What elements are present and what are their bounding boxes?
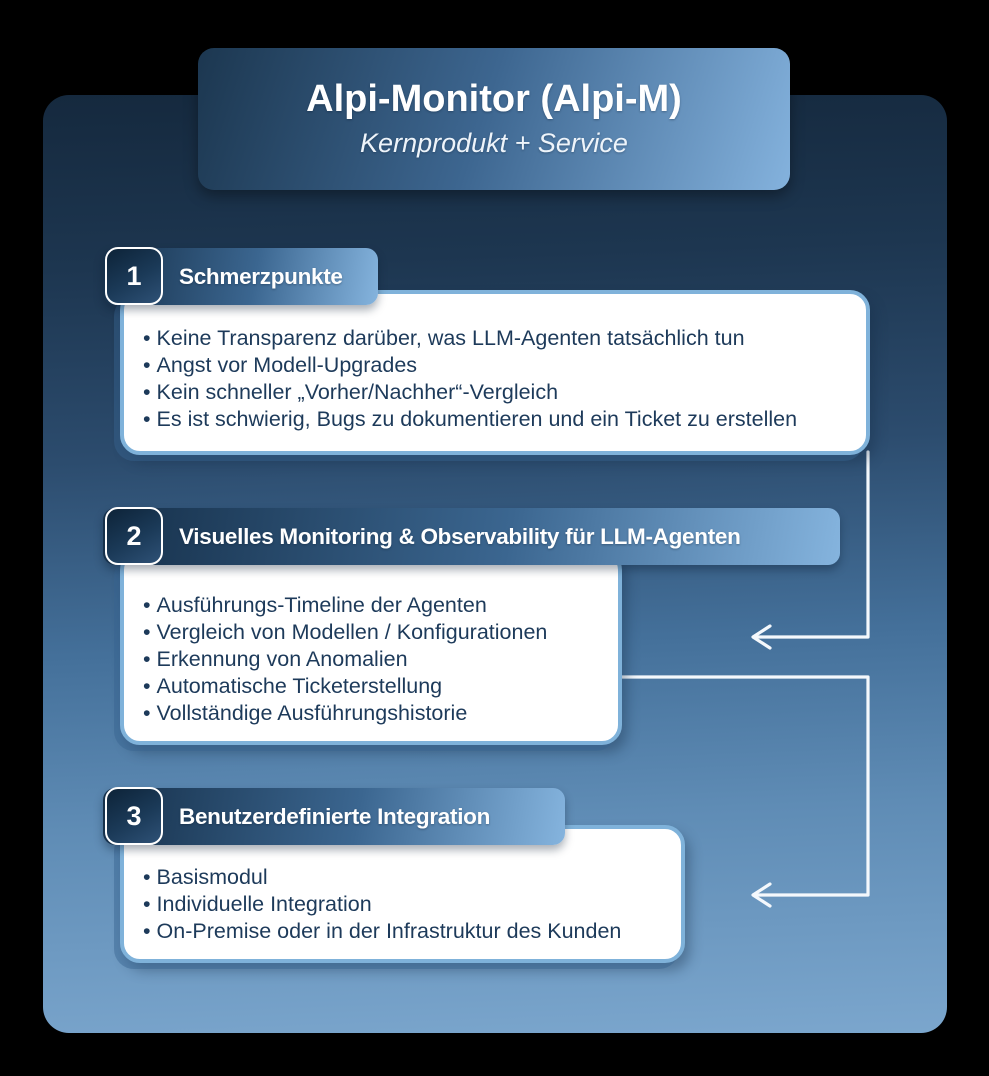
list-item: Kein schneller „Vorher/Nachher“-Vergleic…: [143, 379, 852, 406]
section-number: 3: [126, 800, 142, 831]
list-item: Es ist schwierig, Bugs zu dokumentieren …: [143, 406, 852, 433]
integration-list: Basismodul Individuelle Integration On-P…: [143, 864, 667, 945]
list-item: Vollständige Ausführungshistorie: [143, 700, 604, 727]
page-subtitle: Kernprodukt + Service: [360, 128, 628, 159]
pain-points-list: Keine Transparenz darüber, was LLM-Agent…: [143, 325, 852, 433]
list-item: Erkennung von Anomalien: [143, 646, 604, 673]
list-item: Individuelle Integration: [143, 891, 667, 918]
list-item: Vergleich von Modellen / Konfigurationen: [143, 619, 604, 646]
list-item: On-Premise oder in der Infrastruktur des…: [143, 918, 667, 945]
list-item: Keine Transparenz darüber, was LLM-Agent…: [143, 325, 852, 352]
section-2-heading: Visuelles Monitoring & Observability für…: [179, 523, 741, 549]
section-1-number-badge: 1: [105, 247, 163, 305]
section-1-heading: Schmerzpunkte: [179, 263, 343, 289]
section-number: 1: [126, 260, 142, 291]
section-2-number-badge: 2: [105, 507, 163, 565]
monitoring-features-card: Ausführungs-Timeline der Agenten Verglei…: [120, 550, 622, 745]
section-3-number-badge: 3: [105, 787, 163, 845]
list-item: Automatische Ticketerstellung: [143, 673, 604, 700]
section-3-heading: Benutzerdefinierte Integration: [179, 803, 491, 829]
list-item: Angst vor Modell-Upgrades: [143, 352, 852, 379]
section-2-header: 2 Visuelles Monitoring & Observability f…: [103, 507, 840, 565]
section-3-header: 3 Benutzerdefinierte Integration: [103, 787, 565, 845]
monitoring-features-list: Ausführungs-Timeline der Agenten Verglei…: [143, 592, 604, 727]
integration-card: Basismodul Individuelle Integration On-P…: [120, 825, 685, 963]
section-1-header: 1 Schmerzpunkte: [103, 247, 378, 305]
list-item: Basismodul: [143, 864, 667, 891]
pain-points-card: Keine Transparenz darüber, was LLM-Agent…: [120, 290, 870, 455]
section-number: 2: [126, 520, 142, 551]
title-box: Alpi-Monitor (Alpi-M) Kernprodukt + Serv…: [198, 48, 790, 190]
list-item: Ausführungs-Timeline der Agenten: [143, 592, 604, 619]
page-title: Alpi-Monitor (Alpi-M): [306, 77, 682, 120]
